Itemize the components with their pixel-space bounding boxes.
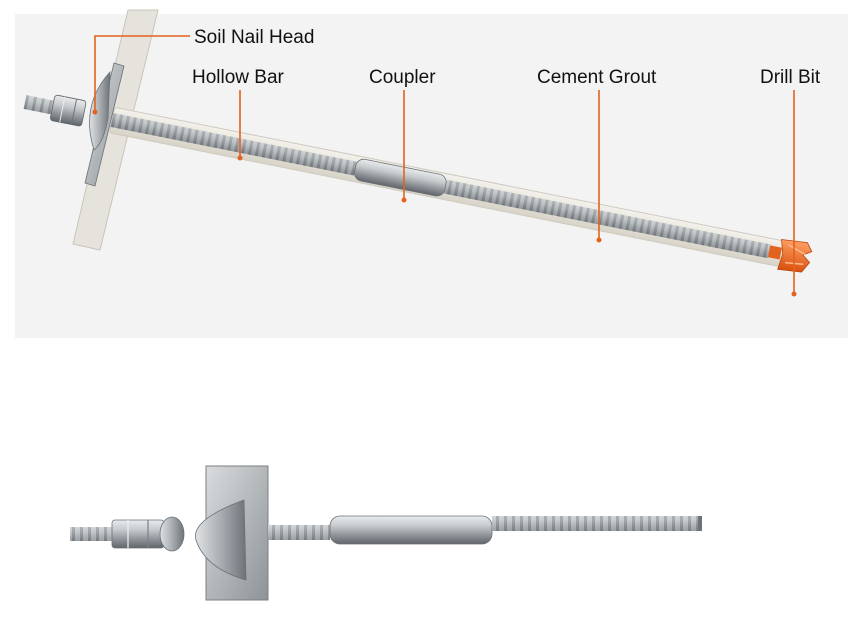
label-coupler: Coupler [369,67,436,88]
photo-hex-nut [111,519,165,549]
leader-line-soil-nail-head [94,35,190,112]
label-cement-grout: Cement Grout [537,67,657,88]
label-drill-bit: Drill Bit [760,67,821,88]
label-hollow-bar: Hollow Bar [192,67,285,88]
leader-lines [94,35,795,294]
photo-coupler [329,515,493,545]
threaded-bar-tail [23,94,87,127]
photo-dome-washer [195,499,247,581]
dome-washer [89,70,111,151]
soil-nail-head-assembly [23,62,125,187]
coupler-sleeve [354,158,447,197]
product-photo [70,465,702,601]
label-soil-nail-head: Soil Nail Head [194,27,314,48]
grouted-hollow-bar [109,107,813,273]
hex-nut [50,94,87,127]
